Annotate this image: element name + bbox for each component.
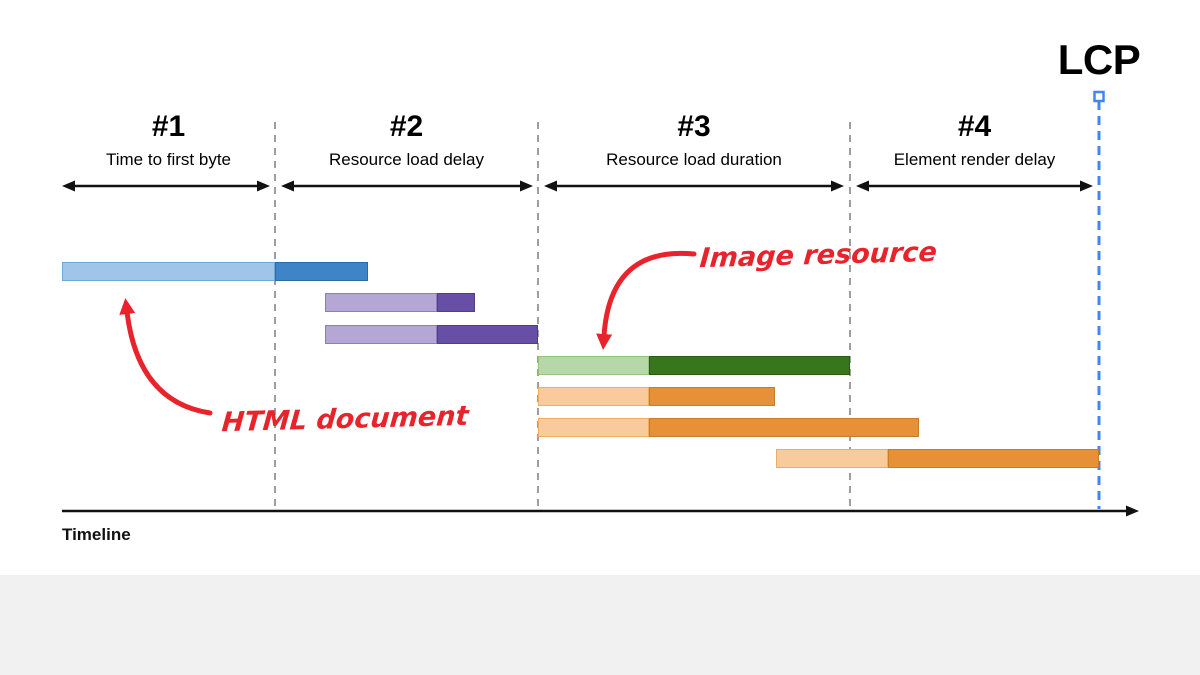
bar-stylesheet-light (325, 293, 437, 312)
phase-label: Resource load duration (606, 150, 782, 169)
bar-script-light (538, 387, 649, 406)
lcp-marker-square (1093, 90, 1105, 103)
phase-number: #4 (957, 110, 992, 143)
annotation-arrow (119, 298, 213, 416)
annotation-text: Image resource (698, 236, 939, 275)
annotation-text: HTML document (220, 400, 470, 439)
bar-script-dark (649, 387, 775, 406)
phase-label: Resource load delay (329, 150, 484, 169)
phase-number: #2 (389, 110, 424, 143)
lcp-title: LCP (1057, 36, 1141, 83)
bar-stylesheet-light (325, 325, 437, 344)
bar-stylesheet-dark (437, 293, 475, 312)
bar-script-dark (649, 418, 919, 437)
bar-document-light (62, 262, 275, 281)
bar-image-dark (649, 356, 850, 375)
phase-number: #3 (677, 110, 711, 143)
bar-script-light (538, 418, 649, 437)
phase-number: #1 (151, 110, 186, 143)
annotation-arrow (596, 250, 697, 350)
phase-label: Time to first byte (105, 150, 231, 169)
bar-script-light (776, 449, 888, 468)
legend: DocumentStylesheetScriptImage (0, 575, 1200, 675)
bar-stylesheet-dark (437, 325, 538, 344)
bar-document-dark (275, 262, 368, 281)
bar-image-light (538, 356, 649, 375)
timeline-axis-label: Timeline (62, 525, 131, 544)
phase-label: Element render delay (893, 150, 1056, 169)
bar-script-dark (888, 449, 1099, 468)
